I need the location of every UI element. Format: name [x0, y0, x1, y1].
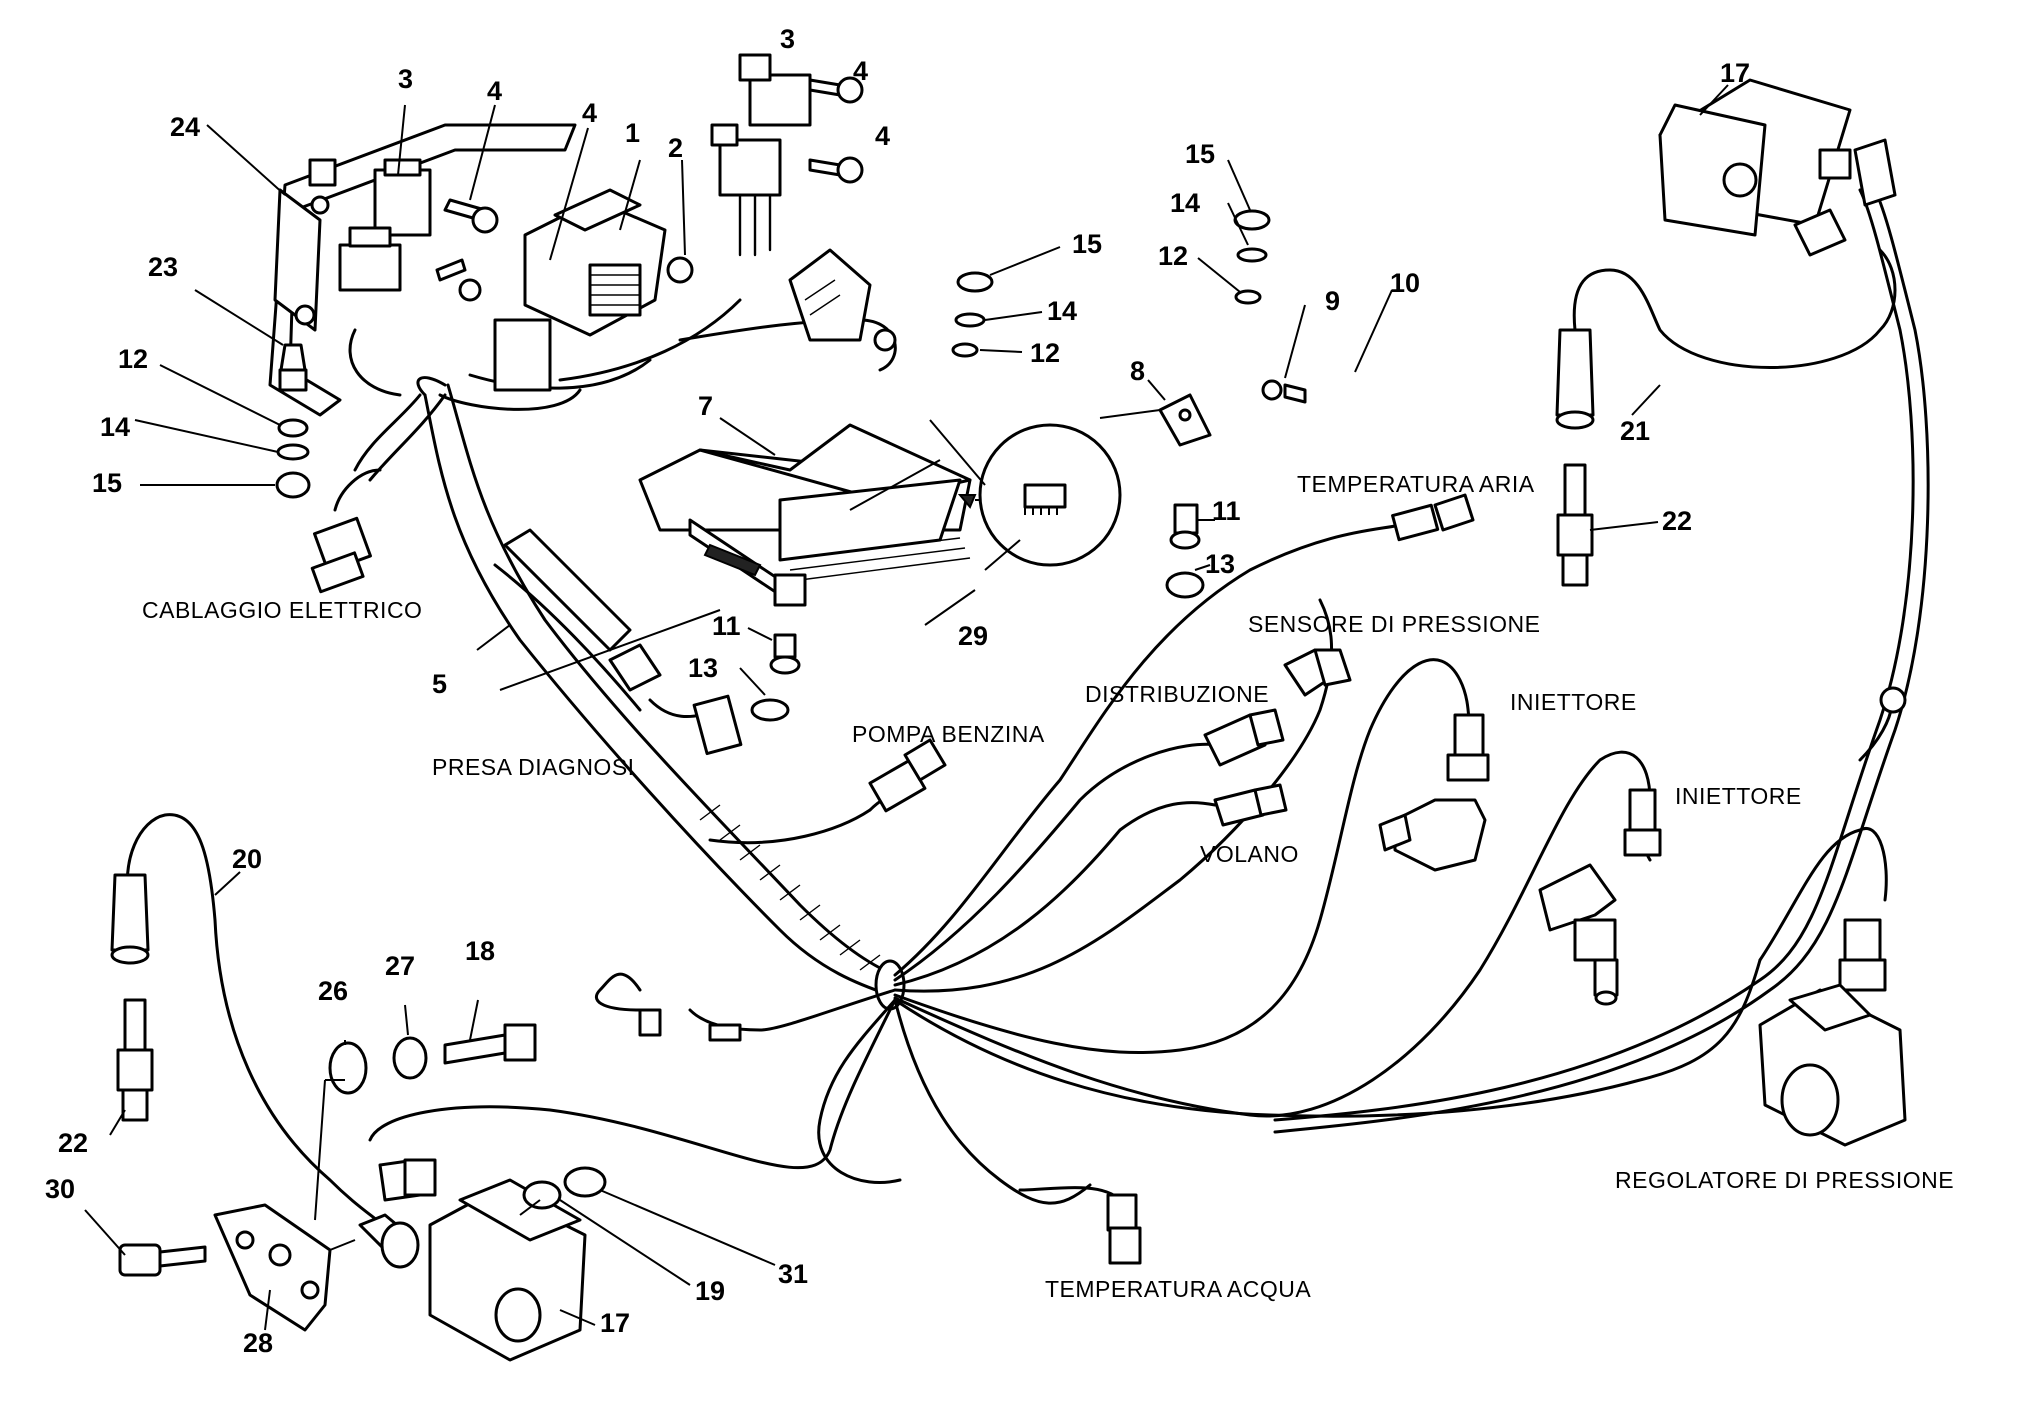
label-iniettore-1: INIETTORE	[1510, 689, 1637, 715]
ecu-7	[638, 423, 972, 607]
label-distribuzione: DISTRIBUZIONE	[1085, 681, 1269, 707]
connector-top-right	[788, 248, 897, 352]
callout-5: 5	[432, 669, 447, 699]
callout-2: 2	[668, 133, 683, 163]
bracket-8	[1158, 379, 1307, 599]
callout-12: 12	[1030, 338, 1060, 368]
callout-4: 4	[487, 76, 502, 106]
stud-23-stack	[275, 343, 311, 499]
callout-29: 29	[958, 621, 988, 651]
callout-20: 20	[232, 844, 262, 874]
label-regolatore-pressione: REGOLATORE DI PRESSIONE	[1615, 1167, 1954, 1193]
callout-14: 14	[100, 412, 130, 442]
spark-plug-22-left	[116, 998, 154, 1122]
regulator-connector	[1838, 918, 1887, 992]
label-pompa-benzina: POMPA BENZINA	[852, 721, 1045, 747]
callout-numbers: 1 2 3 4 4 24 23 12 14 15 3 4 4 5 7 11 13…	[45, 24, 1750, 1358]
spark-plug-22-right	[1556, 463, 1594, 587]
volano-connector	[1213, 783, 1288, 827]
callout-8: 8	[1130, 356, 1145, 386]
injector-connector-2	[1623, 788, 1662, 857]
callout-26: 26	[318, 976, 348, 1006]
diagnosis-cover-5	[503, 528, 743, 756]
label-presa-diagnosi: PRESA DIAGNOSI	[432, 754, 635, 780]
injector-2	[1538, 863, 1619, 1006]
callout-15: 15	[1185, 139, 1215, 169]
callout-27: 27	[385, 951, 415, 981]
stud-11-13	[750, 633, 801, 722]
pressure-sensor	[1283, 648, 1352, 697]
water-temp-sensor	[1106, 1193, 1142, 1265]
label-volano: VOLANO	[1200, 841, 1299, 867]
label-temperatura-aria: TEMPERATURA ARIA	[1297, 471, 1535, 497]
distribuzione-connector	[1203, 708, 1285, 767]
sensor-plug-top	[1793, 138, 1897, 257]
callout-17: 17	[1720, 58, 1750, 88]
callout-1: 1	[625, 118, 640, 148]
grommet-26-27-18	[328, 1023, 537, 1095]
main-harness	[333, 188, 1930, 1205]
callout-3: 3	[398, 64, 413, 94]
callout-30: 30	[45, 1174, 75, 1204]
callout-31: 31	[778, 1259, 808, 1289]
callout-15: 15	[1072, 229, 1102, 259]
label-sensore-pressione: SENSORE DI PRESSIONE	[1248, 611, 1540, 637]
callout-23: 23	[148, 252, 178, 282]
earth-terminals	[638, 1008, 742, 1042]
ignition-coil-bottom	[428, 1178, 587, 1362]
label-temperatura-acqua: TEMPERATURA ACQUA	[1045, 1276, 1311, 1302]
callout-11: 11	[1212, 496, 1241, 526]
callout-9: 9	[1325, 286, 1340, 316]
pompa-connector	[868, 738, 947, 813]
callout-13: 13	[1205, 549, 1235, 579]
ignition-coil-top	[1658, 78, 1852, 237]
callout-22: 22	[58, 1128, 88, 1158]
callout-10: 10	[1390, 268, 1420, 298]
callout-3: 3	[780, 24, 795, 54]
ring-terminal	[1879, 686, 1907, 714]
callout-17: 17	[600, 1308, 630, 1338]
stud-near-bracket	[358, 1213, 420, 1269]
leader-lines	[84, 84, 1729, 1331]
spark-plug-lead-21	[1555, 248, 1897, 430]
label-cablaggio-elettrico: CABLAGGIO ELETTRICO	[142, 597, 422, 623]
callout-22: 22	[1662, 506, 1692, 536]
callout-21: 21	[1620, 416, 1650, 446]
callout-28: 28	[243, 1328, 273, 1358]
harness-connector-left	[310, 516, 372, 594]
callout-12: 12	[118, 344, 148, 374]
callout-19: 19	[695, 1276, 725, 1306]
text-labels: CABLAGGIO ELETTRICO PRESA DIAGNOSI POMPA…	[142, 471, 1954, 1302]
relay-3a	[338, 158, 432, 292]
spark-plug-lead-20	[110, 813, 402, 1242]
label-iniettore-2: INIETTORE	[1675, 783, 1802, 809]
pressure-regulator	[1758, 983, 1907, 1147]
callout-7: 7	[698, 391, 713, 421]
injector-connector-1	[1446, 713, 1490, 782]
bolt-30	[118, 1243, 207, 1277]
relay-3b	[710, 53, 812, 257]
bracket-28	[213, 1203, 332, 1332]
callout-24: 24	[170, 112, 200, 142]
ecu-connector-1	[493, 188, 694, 392]
bottom-left-connector	[378, 1158, 437, 1202]
bolts-4	[435, 76, 864, 302]
injector-1	[1378, 798, 1487, 872]
callout-14: 14	[1170, 188, 1200, 218]
callout-18: 18	[465, 936, 495, 966]
nut-stack-right	[951, 209, 1271, 358]
chip-29-callout	[957, 423, 1122, 567]
callout-12: 12	[1158, 241, 1188, 271]
air-temp-sensor	[1391, 493, 1475, 542]
callout-13: 13	[688, 653, 718, 683]
callout-15: 15	[92, 468, 122, 498]
callout-4: 4	[853, 56, 868, 86]
washer-19-nut-31	[522, 1166, 607, 1210]
callout-11: 11	[712, 611, 741, 641]
callout-4: 4	[582, 98, 597, 128]
callout-14: 14	[1047, 296, 1077, 326]
callout-4: 4	[875, 121, 890, 151]
